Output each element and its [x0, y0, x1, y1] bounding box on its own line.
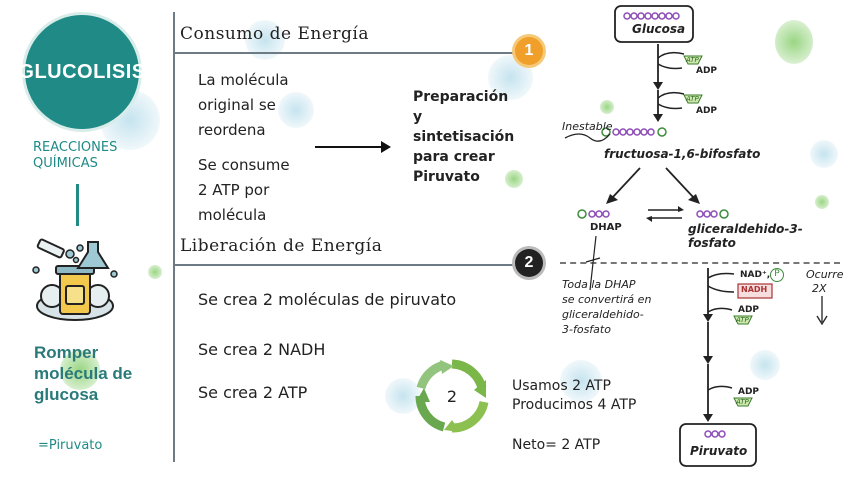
step2-badge: 2	[515, 249, 543, 277]
section1-underline	[175, 52, 515, 54]
atp-label-4: ATP	[736, 398, 749, 406]
atp-label-2: ATP	[686, 95, 699, 103]
g3p-label: gliceraldehido-3-fosfato	[688, 222, 803, 250]
dhap-note-line4: 3-fosfato	[562, 323, 611, 336]
occurs-label: Ocurre	[806, 268, 844, 281]
logo-text: GLUCOLISIS	[18, 60, 146, 83]
phase-divider	[560, 262, 840, 264]
recycle-cycle-icon: 2	[414, 358, 490, 434]
dhap-note-line1: Toda la DHAP	[562, 278, 636, 291]
adp-label-1: ADP	[696, 66, 718, 76]
fact-atp: Se crea 2 ATP	[198, 383, 308, 402]
section2-underline	[175, 264, 515, 266]
glucose-label: Glucosa	[632, 22, 686, 36]
connector-line	[76, 184, 79, 226]
chemistry-flask-icon	[30, 234, 120, 328]
step1-badge: 1	[515, 37, 543, 65]
category-label: REACCIONES QUÍMICAS	[33, 140, 118, 171]
dhap-note-line3: gliceraldehido-	[562, 308, 644, 321]
atp-net: Neto= 2 ATP	[512, 437, 601, 453]
cycle-number: 2	[446, 386, 458, 406]
purpose-line2: y	[413, 109, 423, 125]
s1-line1: La molécula	[198, 71, 289, 89]
s1-line5: 2 ATP por	[198, 181, 270, 199]
purpose-line4: para crear	[413, 149, 495, 165]
dhap-label: DHAP	[590, 222, 622, 233]
purpose-line3: sintetisación	[413, 129, 515, 145]
s1-line3: reordena	[198, 121, 266, 139]
fructose-label: fructuosa-1,6-bifosfato	[604, 147, 761, 161]
s1-line6: molécula	[198, 206, 267, 224]
arrow-right-icon	[315, 146, 385, 148]
s1-line2: original se	[198, 96, 276, 114]
fact-pyruvate: Se crea 2 moléculas de piruvato	[198, 290, 457, 309]
nadh-label: NADH	[741, 285, 768, 294]
adp-label-3: ADP	[738, 305, 760, 315]
atp-use: Usamos 2 ATP	[512, 378, 611, 394]
unstable-label: Inestable	[562, 120, 613, 133]
section2-title: Liberación de Energía	[180, 236, 383, 256]
result-text: =Piruvato	[38, 438, 103, 453]
dhap-note-line2: se convertirá en	[562, 293, 652, 306]
pyruvate-label: Piruvato	[690, 444, 748, 458]
vertical-divider	[173, 12, 175, 462]
section1-title: Consumo de Energía	[180, 24, 369, 44]
adp-label-4: ADP	[738, 387, 760, 397]
adp-label-2: ADP	[696, 106, 718, 116]
purpose-line1: Preparación	[413, 89, 509, 105]
purpose-line5: Piruvato	[413, 169, 480, 185]
atp-label-3: ATP	[736, 316, 749, 324]
arrow-head-icon	[381, 141, 391, 153]
s1-line4: Se consume	[198, 156, 290, 174]
atp-produce: Producimos 4 ATP	[512, 397, 637, 413]
fact-nadh: Se crea 2 NADH	[198, 340, 326, 359]
phosphate-label: P	[770, 268, 784, 282]
nad-label: NAD⁺,	[740, 270, 771, 280]
occurs-times: 2X	[812, 282, 827, 295]
atp-label-1: ATP	[686, 56, 699, 64]
summary-text: Romper molécula de glucosa	[34, 343, 133, 404]
glucolisis-logo: GLUCOLISIS	[18, 12, 145, 132]
